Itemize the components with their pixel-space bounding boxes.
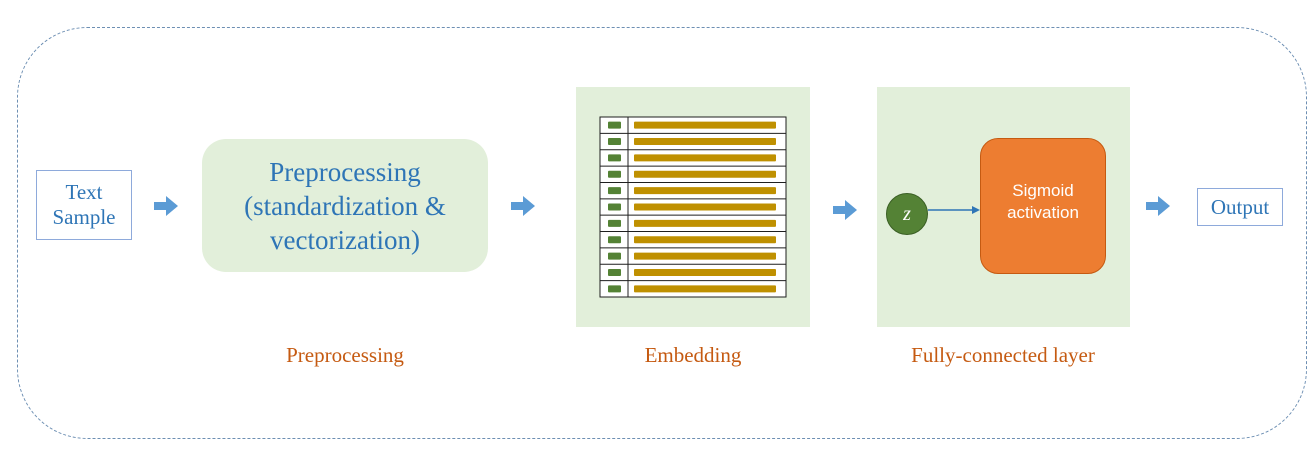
token-index-cell — [608, 170, 621, 178]
pipeline-frame — [17, 27, 1307, 439]
embedding-vector-bar — [634, 236, 776, 244]
embedding-vector-bar — [634, 187, 776, 195]
right-arrow-icon — [154, 196, 178, 216]
embedding-table — [599, 116, 787, 298]
right-arrow-icon — [1146, 196, 1170, 216]
right-arrow-icon — [833, 200, 857, 220]
caption-fully-connected: Fully-connected layer — [911, 343, 1095, 367]
caption-embedding: Embedding — [644, 343, 742, 367]
token-index-cell — [608, 121, 621, 129]
token-index-cell — [608, 187, 621, 195]
embedding-vector-bar — [634, 285, 776, 293]
output-box: Output — [1197, 188, 1283, 226]
preprocessing-box: Preprocessing (standardization & vectori… — [202, 139, 488, 272]
embedding-vector-bar — [634, 219, 776, 227]
embedding-vector-bar — [634, 121, 776, 129]
text-sample-box: Text Sample — [36, 170, 132, 240]
z-to-sigmoid-arrow — [928, 206, 980, 214]
embedding-vector-bar — [634, 138, 776, 146]
token-index-cell — [608, 138, 621, 146]
sigmoid-activation-box: Sigmoid activation — [980, 138, 1106, 274]
token-index-cell — [608, 236, 621, 244]
token-index-cell — [608, 268, 621, 276]
embedding-vector-bar — [634, 170, 776, 178]
token-index-cell — [608, 285, 621, 293]
token-index-cell — [608, 154, 621, 162]
right-arrow-icon — [511, 196, 535, 216]
token-index-cell — [608, 219, 621, 227]
z-node: z — [886, 193, 928, 235]
embedding-vector-bar — [634, 268, 776, 276]
token-index-cell — [608, 252, 621, 260]
token-index-cell — [608, 203, 621, 211]
embedding-vector-bar — [634, 154, 776, 162]
embedding-vector-bar — [634, 252, 776, 260]
caption-preprocessing: Preprocessing — [286, 343, 404, 367]
embedding-vector-bar — [634, 203, 776, 211]
